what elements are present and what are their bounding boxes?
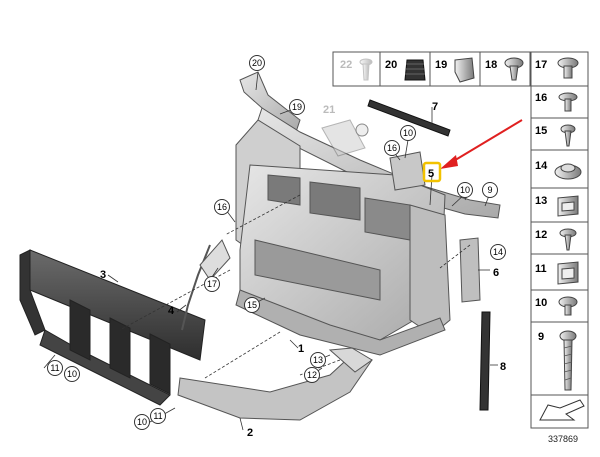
callout-13: 13	[313, 355, 323, 365]
bolt-9-icon	[559, 330, 577, 391]
callout-circle-10: 10	[400, 125, 416, 141]
callout-3: 3	[100, 269, 106, 281]
side-label-9: 9	[538, 331, 544, 343]
callout-21: 21	[323, 104, 335, 116]
side-label-17: 17	[535, 59, 547, 71]
callout-circle-13: 13	[310, 352, 326, 368]
callout-14: 14	[493, 247, 503, 257]
top-label-18: 18	[485, 59, 497, 71]
side-label-10: 10	[535, 297, 547, 309]
front-carrier-frame	[235, 71, 501, 356]
callout-10-duct: 10	[67, 369, 77, 379]
callout-circle-20: 20	[249, 55, 265, 71]
callout-circle-15: 15	[244, 297, 260, 313]
callout-10-frame: 10	[460, 185, 470, 195]
callout-19: 19	[292, 102, 302, 112]
callout-11-bracket: 11	[153, 411, 162, 421]
screw-12-icon	[559, 228, 577, 251]
top-label-22: 22	[340, 59, 352, 71]
top-label-20: 20	[385, 59, 397, 71]
callout-circle-9: 9	[482, 182, 498, 198]
screw-22-icon	[359, 58, 373, 81]
side-label-14: 14	[535, 160, 548, 172]
seal-strip-7	[367, 99, 451, 137]
part-number: 337869	[548, 434, 578, 444]
callout-circle-19: 19	[289, 99, 305, 115]
grommet-20-icon	[404, 59, 426, 81]
screw-10-icon	[558, 296, 578, 316]
screw-15-icon	[560, 124, 576, 147]
callout-circle-10-bracket: 10	[134, 414, 150, 430]
callout-8: 8	[500, 361, 506, 373]
callout-16: 16	[387, 143, 397, 153]
callout-10-bracket: 10	[137, 417, 147, 427]
callout-12: 12	[307, 370, 317, 380]
callout-circle-11-bracket: 11	[150, 408, 166, 424]
lower-bracket	[177, 347, 373, 421]
callout-7: 7	[432, 101, 438, 113]
callout-6: 6	[493, 267, 499, 279]
screw-17-icon	[557, 57, 579, 79]
hardware-column	[530, 51, 589, 429]
side-label-12: 12	[535, 229, 547, 241]
callout-4: 4	[168, 305, 175, 317]
callout-10: 10	[403, 128, 413, 138]
nut-14-icon	[554, 163, 582, 180]
callout-15: 15	[247, 300, 257, 310]
seal-strip-8	[479, 311, 491, 411]
rivet-18-icon	[504, 57, 524, 81]
callout-11: 11	[50, 363, 59, 373]
callout-9: 9	[487, 185, 492, 195]
side-label-13: 13	[535, 195, 547, 207]
callout-17: 17	[207, 279, 217, 289]
bracket-21	[321, 119, 366, 157]
air-duct	[19, 249, 206, 406]
clip-19-icon	[454, 57, 475, 83]
callout-circle-17: 17	[204, 276, 220, 292]
hardware-top-row	[332, 51, 531, 87]
callout-circle-10b: 10	[457, 182, 473, 198]
callout-circle-12: 12	[304, 367, 320, 383]
callout-circle-16: 16	[384, 140, 400, 156]
callout-circle-11-duct: 11	[47, 360, 63, 376]
bracket-6	[459, 237, 481, 303]
top-label-19: 19	[435, 59, 447, 71]
callout-circle-10-duct: 10	[64, 366, 80, 382]
side-label-15: 15	[535, 125, 547, 137]
callout-1: 1	[298, 343, 304, 355]
side-label-16: 16	[535, 92, 547, 104]
clip-13-icon	[557, 195, 579, 217]
side-label-11: 11	[535, 263, 547, 275]
bracket-5	[389, 151, 426, 191]
callout-2: 2	[247, 427, 253, 439]
highlight-box-5	[422, 161, 442, 183]
callout-5: 5	[428, 168, 434, 180]
circle-part-icon	[355, 123, 369, 137]
highlight-arrow	[440, 119, 523, 169]
callout-16-frame: 16	[217, 202, 227, 212]
callout-circle-16b: 16	[214, 199, 230, 215]
callout-20: 20	[252, 58, 262, 68]
screw-16-icon	[558, 92, 578, 112]
clip-11-icon	[557, 261, 579, 285]
callout-circle-14: 14	[490, 244, 506, 260]
orientation-arrow-icon	[539, 399, 585, 421]
